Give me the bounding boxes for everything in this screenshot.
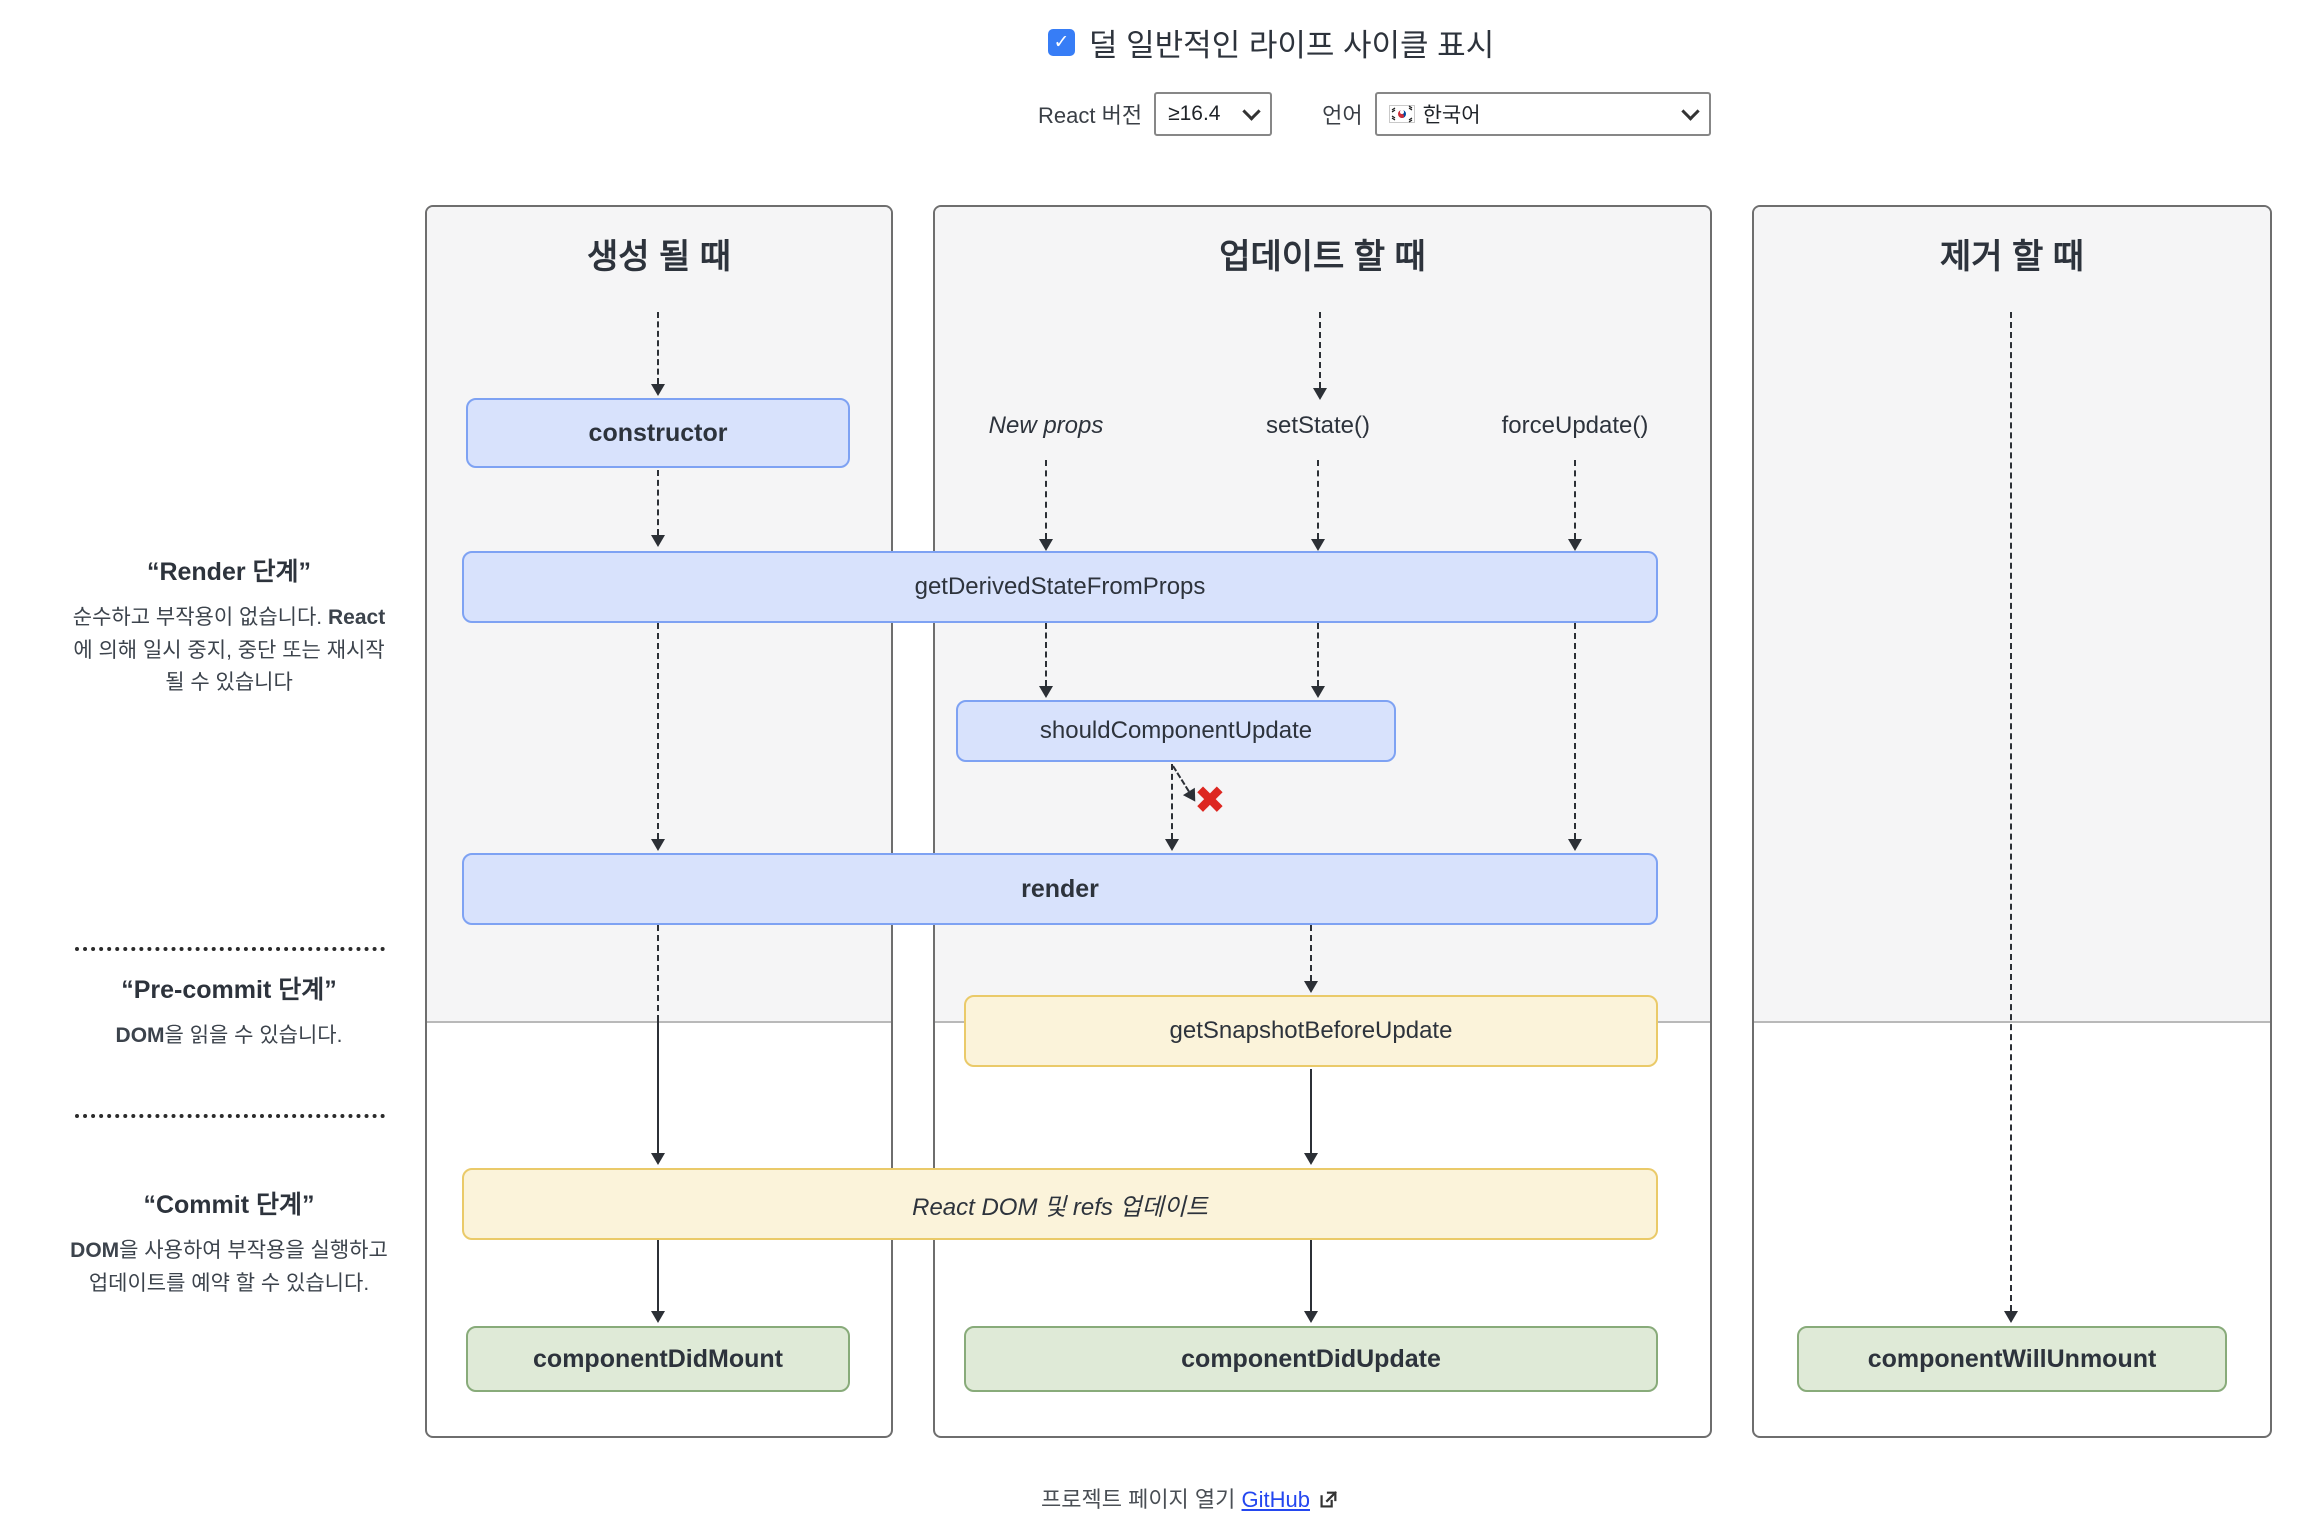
flow-arrow — [651, 623, 665, 851]
south-korea-flag-icon — [1388, 105, 1415, 123]
flow-arrow — [1304, 1069, 1318, 1165]
method-render[interactable]: render — [462, 853, 1658, 925]
phase-divider — [75, 947, 385, 951]
flow-arrow — [651, 312, 665, 396]
language-value: 한국어 — [1422, 104, 1481, 127]
pre-commit-phase-desc: DOM을 읽을 수 있습니다. — [115, 1024, 343, 1047]
chevron-down-icon — [1242, 101, 1261, 121]
flow-arrow — [1311, 460, 1325, 551]
method-component-did-update[interactable]: componentDidUpdate — [964, 1326, 1658, 1392]
column-unmounting-title: 제거 할 때 — [1939, 238, 2084, 276]
pre-commit-phase-note: “Pre-commit 단계” DOM을 읽을 수 있습니다. — [70, 970, 388, 1053]
external-link-icon — [1320, 1491, 1337, 1508]
commit-phase-title: “Commit 단계” — [143, 1191, 315, 1219]
flow-arrow — [1313, 312, 1327, 400]
column-mounting-title: 생성 될 때 — [586, 238, 731, 276]
commit-phase-desc: DOM을 사용하여 부작용을 실행하고 업데이트를 예약 할 수 있습니다. — [70, 1239, 388, 1295]
flow-arrow — [651, 1240, 665, 1323]
method-get-snapshot-before-update[interactable]: getSnapshotBeforeUpdate — [964, 995, 1658, 1067]
flow-arrow — [657, 925, 659, 1021]
flow-arrow — [1304, 1240, 1318, 1323]
render-phase-region — [1754, 207, 2270, 1023]
commit-phase-note: “Commit 단계” DOM을 사용하여 부작용을 실행하고 업데이트를 예약… — [70, 1185, 388, 1300]
trigger-set-state: setState() — [1265, 412, 1371, 439]
flow-arrow — [1304, 925, 1318, 993]
method-component-did-mount[interactable]: componentDidMount — [466, 1326, 850, 1392]
flow-arrow — [651, 470, 665, 547]
footer-text: 프로젝트 페이지 열기 — [1041, 1487, 1236, 1512]
method-component-will-unmount[interactable]: componentWillUnmount — [1797, 1326, 2227, 1392]
language-select[interactable]: 한국어 — [1374, 92, 1711, 136]
checkbox-checked-icon[interactable]: ✓ — [1048, 29, 1075, 56]
flow-arrow — [1568, 623, 1582, 851]
react-version-label: React 버전 — [1038, 103, 1143, 128]
react-version-select[interactable]: ≥16.4 — [1154, 92, 1273, 136]
toggle-label[interactable]: 덜 일반적인 라이프 사이클 표시 — [1089, 28, 1495, 63]
method-get-derived-state-from-props[interactable]: getDerivedStateFromProps — [462, 551, 1658, 623]
flow-arrow — [651, 1021, 665, 1165]
diagram-controls: React 버전 ≥16.4 언어 한국어 — [1038, 92, 1711, 136]
column-updating-title: 업데이트 할 때 — [1219, 238, 1426, 276]
render-phase-note: “Render 단계” 순수하고 부작용이 없습니다. React에 의해 일시… — [70, 552, 388, 700]
flow-arrow — [1165, 764, 1179, 851]
trigger-force-update: forceUpdate() — [1501, 412, 1649, 439]
method-should-component-update[interactable]: shouldComponentUpdate — [956, 700, 1396, 762]
chevron-down-icon — [1680, 101, 1700, 121]
render-phase-title: “Render 단계” — [146, 558, 312, 586]
flow-arrow — [1568, 460, 1582, 551]
pre-commit-phase-title: “Pre-commit 단계” — [121, 976, 337, 1004]
flow-arrow — [1311, 623, 1325, 698]
column-unmounting: 제거 할 때 — [1752, 205, 2272, 1438]
react-version-value: ≥16.4 — [1168, 102, 1221, 125]
flow-arrow — [1039, 623, 1053, 698]
phase-divider — [75, 1114, 385, 1118]
react-dom-refs-update: React DOM 및 refs 업데이트 — [462, 1168, 1658, 1240]
render-phase-desc: 순수하고 부작용이 없습니다. React에 의해 일시 중지, 중단 또는 재… — [72, 606, 386, 695]
trigger-new-props: New props — [988, 412, 1104, 439]
footer: 프로젝트 페이지 열기 GitHub — [0, 1482, 2318, 1514]
github-link[interactable]: GitHub — [1241, 1487, 1310, 1512]
language-label: 언어 — [1322, 103, 1363, 128]
lifecycle-toggle[interactable]: ✓ 덜 일반적인 라이프 사이클 표시 — [1048, 20, 1494, 65]
stop-x-icon: ✖ — [1194, 780, 1226, 822]
flow-arrow — [1039, 460, 1053, 551]
flow-arrow — [2004, 312, 2018, 1323]
method-constructor[interactable]: constructor — [466, 398, 850, 468]
